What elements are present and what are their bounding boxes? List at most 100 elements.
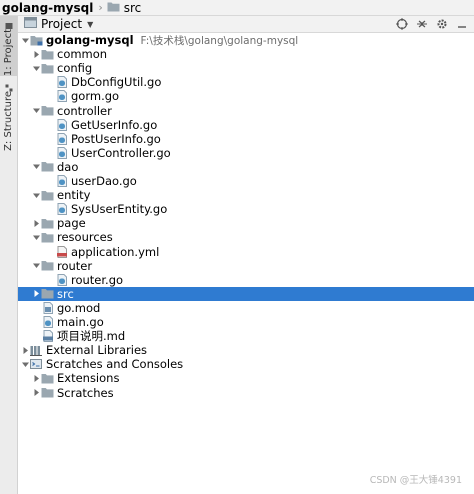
tree-folder[interactable]: common — [18, 47, 474, 61]
tree-item-label: page — [57, 216, 86, 231]
tree-item-label: dao — [57, 159, 79, 174]
go-file-icon — [55, 175, 68, 187]
tree-folder[interactable]: config — [18, 61, 474, 75]
go-file-icon — [55, 76, 68, 89]
tree-item-label: src — [57, 286, 74, 301]
folder-icon — [41, 217, 54, 229]
tree-file[interactable]: UserController.go — [18, 146, 474, 160]
chevron-down-icon[interactable] — [31, 162, 41, 172]
tree-folder[interactable]: golang-mysql F:\技术栈\golang\golang-mysql — [18, 33, 474, 47]
folder-icon — [107, 1, 120, 15]
markdown-file-icon — [41, 330, 54, 343]
chevron-down-icon[interactable] — [20, 359, 30, 369]
tree-folder[interactable]: Scratches and Consoles — [18, 357, 474, 371]
chevron-right-icon[interactable] — [20, 345, 30, 355]
folder-icon — [41, 62, 54, 74]
target-icon[interactable] — [396, 18, 408, 30]
tree-file[interactable]: userDao.go — [18, 174, 474, 188]
tree-file[interactable]: router.go — [18, 273, 474, 287]
chevron-down-icon: ▼ — [87, 19, 94, 29]
breadcrumb: golang-mysql › src — [0, 1, 141, 15]
go-file-icon — [41, 316, 54, 328]
tree-spacer — [45, 148, 55, 158]
tree-file[interactable]: SysUserEntity.go — [18, 202, 474, 216]
collapse-all-icon[interactable] — [416, 18, 428, 30]
tree-folder[interactable]: Extensions — [18, 371, 474, 385]
go-file-icon — [55, 132, 68, 145]
hide-icon[interactable] — [456, 18, 468, 30]
watermark: CSDN @王大锤4391 — [369, 475, 462, 486]
tab-structure-label: Z: Structure — [3, 91, 14, 151]
tree-item-label: resources — [57, 230, 113, 245]
tree-spacer — [45, 91, 55, 101]
folder-icon — [41, 260, 54, 272]
folder-icon — [41, 372, 54, 384]
tree-item-label: common — [57, 47, 108, 62]
tab-structure[interactable]: Z: Structure — [0, 78, 17, 151]
tree-folder[interactable]: Scratches — [18, 386, 474, 400]
chevron-down-icon[interactable] — [31, 232, 41, 242]
tree-file[interactable]: PostUserInfo.go — [18, 132, 474, 146]
tree-spacer — [31, 331, 41, 341]
tree-spacer — [45, 120, 55, 130]
chevron-down-icon[interactable] — [31, 261, 41, 271]
project-view-selector[interactable]: Project ▼ — [18, 17, 93, 31]
tree-item-label: golang-mysql — [46, 33, 134, 47]
chevron-right-icon[interactable] — [31, 49, 41, 59]
tree-folder[interactable]: controller — [18, 104, 474, 118]
tree-folder[interactable]: entity — [18, 188, 474, 202]
tree-file[interactable]: go.mod — [18, 301, 474, 315]
chevron-right-icon[interactable] — [31, 388, 41, 398]
chevron-right-icon[interactable] — [31, 218, 41, 228]
breadcrumb-project[interactable]: golang-mysql — [2, 0, 94, 15]
chevron-down-icon[interactable] — [31, 190, 41, 200]
tree-file[interactable]: main.go — [18, 315, 474, 329]
chevron-down-icon[interactable] — [20, 35, 30, 45]
folder-icon — [41, 387, 54, 399]
folder-icon — [41, 288, 54, 300]
tree-item-label: UserController.go — [71, 145, 171, 160]
tree-file[interactable]: 项目说明.md — [18, 329, 474, 343]
tree-item-label: GetUserInfo.go — [71, 117, 158, 132]
tree-folder[interactable]: dao — [18, 160, 474, 174]
tree-item-label: gorm.go — [71, 89, 120, 104]
project-panel-icon — [24, 17, 37, 31]
chevron-down-icon[interactable] — [31, 106, 41, 116]
tree-file[interactable]: gorm.go — [18, 89, 474, 103]
folder-icon — [41, 161, 54, 173]
panel-toolbar — [396, 18, 474, 30]
tree-spacer — [31, 317, 41, 327]
tab-project-label: 1: Project — [3, 29, 14, 77]
tree-file[interactable]: DbConfigUtil.go — [18, 75, 474, 89]
tree-file[interactable]: GetUserInfo.go — [18, 118, 474, 132]
tree-item-label: router.go — [71, 272, 124, 287]
chevron-right-icon[interactable] — [31, 373, 41, 383]
tree-item-label: entity — [57, 188, 91, 203]
module-path: F:\技术栈\golang\golang-mysql — [140, 34, 299, 47]
tree-spacer — [45, 176, 55, 186]
tree-spacer — [45, 204, 55, 214]
yaml-file-icon — [55, 245, 68, 258]
structure-tab-icon — [5, 81, 13, 92]
go-file-icon — [55, 273, 68, 286]
tree-item-label: SysUserEntity.go — [71, 202, 168, 217]
project-panel-title: Project — [41, 17, 83, 31]
tree-file[interactable]: application.yml — [18, 245, 474, 259]
tree-item-label: userDao.go — [71, 174, 137, 188]
tab-project[interactable]: 1: Project — [0, 16, 17, 76]
chevron-right-icon[interactable] — [31, 289, 41, 299]
tree-folder[interactable]: router — [18, 259, 474, 273]
breadcrumb-folder[interactable]: src — [123, 0, 142, 15]
tree-folder[interactable]: resources — [18, 230, 474, 244]
settings-icon[interactable] — [436, 18, 448, 30]
tree-folder[interactable]: External Libraries — [18, 343, 474, 357]
tree-item-label: go.mod — [57, 300, 101, 315]
tree-folder[interactable]: src — [18, 286, 474, 301]
chevron-down-icon[interactable] — [31, 63, 41, 73]
tree-item-label: Scratches — [57, 385, 114, 400]
go-file-icon — [55, 203, 68, 216]
tree-folder[interactable]: page — [18, 216, 474, 230]
tree-item-label: main.go — [57, 315, 104, 329]
tree-spacer — [45, 77, 55, 87]
folder-icon — [41, 231, 54, 243]
